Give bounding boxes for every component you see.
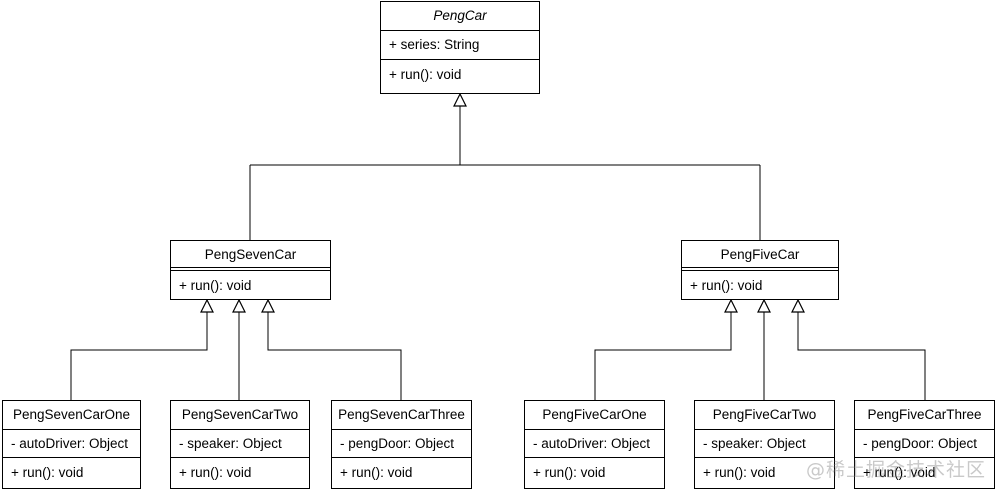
class-name-pengfivecarthree: PengFiveCarThree	[855, 401, 994, 430]
class-box-pengsevencartwo[interactable]: PengSevenCarTwo - speaker: Object + run(…	[170, 400, 310, 489]
class-operation-pengcar-run: + run(): void	[389, 67, 462, 82]
generalization-arrow-pengcar-bus	[453, 92, 467, 107]
class-attributes-pengsevencar-empty	[171, 268, 330, 272]
class-attribute-pengsevencarone-autodriver: - autoDriver: Object	[3, 430, 140, 459]
generalization-arrow-pengfivecarthree	[791, 298, 805, 313]
watermark: @稀土掘金技术社区	[806, 459, 987, 481]
class-box-pengsevencarthree[interactable]: PengSevenCarThree - pengDoor: Object + r…	[331, 400, 472, 489]
class-operation-pengfivecarone-run: + run(): void	[533, 465, 606, 481]
class-box-pengsevencarone[interactable]: PengSevenCarOne - autoDriver: Object + r…	[2, 400, 141, 489]
class-attribute-pengsevencarthree-pengdoor: - pengDoor: Object	[332, 430, 471, 459]
class-attributes-pengfivecar-empty	[682, 268, 838, 272]
class-box-pengsevencar[interactable]: PengSevenCar + run(): void	[170, 240, 331, 300]
class-name-pengcar: PengCar	[381, 2, 539, 31]
generalization-arrow-pengfivecarone	[724, 298, 738, 313]
class-name-pengsevencarone: PengSevenCarOne	[3, 401, 140, 430]
class-box-pengfivecar[interactable]: PengFiveCar + run(): void	[681, 240, 839, 300]
class-attribute-pengfivecartwo-speaker: - speaker: Object	[695, 430, 834, 459]
class-operation-pengsevencar-run: + run(): void	[179, 278, 252, 294]
class-operation-pengfivecar-run: + run(): void	[690, 278, 763, 294]
edge-pengsevencarthree-to-parent	[267, 310, 402, 400]
class-box-pengfivecartwo[interactable]: PengFiveCarTwo - speaker: Object + run()…	[694, 400, 835, 489]
class-name-pengsevencarthree: PengSevenCarThree	[332, 401, 471, 430]
class-name-pengfivecartwo: PengFiveCarTwo	[695, 401, 834, 430]
class-attribute-pengfivecarthree-pengdoor: - pengDoor: Object	[855, 430, 994, 459]
class-operation-pengsevencarthree-run: + run(): void	[340, 465, 413, 481]
class-name-pengsevencar: PengSevenCar	[171, 241, 330, 268]
class-operation-pengsevencartwo-run: + run(): void	[179, 465, 252, 481]
generalization-arrow-pengsevencarone	[200, 298, 214, 313]
class-box-pengcar[interactable]: PengCar + series: String + run(): void	[380, 1, 540, 94]
edge-pengfivecarone-to-parent	[594, 310, 732, 400]
class-name-pengfivecarone: PengFiveCarOne	[525, 401, 664, 430]
edge-pengfivecarthree-to-parent	[797, 310, 926, 400]
class-operation-pengsevencarone-run: + run(): void	[11, 465, 84, 481]
class-attribute-pengfivecarone-autodriver: - autoDriver: Object	[525, 430, 664, 459]
generalization-arrow-pengsevencartwo	[232, 298, 246, 313]
class-attribute-pengcar-series: + series: String	[381, 31, 539, 60]
class-attribute-pengsevencartwo-speaker: - speaker: Object	[171, 430, 309, 459]
class-name-pengfivecar: PengFiveCar	[682, 241, 838, 268]
class-operation-pengfivecartwo-run: + run(): void	[703, 465, 776, 481]
generalization-arrow-pengfivecartwo	[757, 298, 771, 313]
edge-pengsevencarone-to-parent	[70, 310, 208, 400]
generalization-arrow-pengsevencarthree	[261, 298, 275, 313]
class-operation-pengfivecarthree-run: + run(): void	[863, 465, 936, 481]
class-box-pengfivecarone[interactable]: PengFiveCarOne - autoDriver: Object + ru…	[524, 400, 665, 489]
class-box-pengfivecarthree[interactable]: PengFiveCarThree - pengDoor: Object + ru…	[854, 400, 995, 489]
class-name-pengsevencartwo: PengSevenCarTwo	[171, 401, 309, 430]
